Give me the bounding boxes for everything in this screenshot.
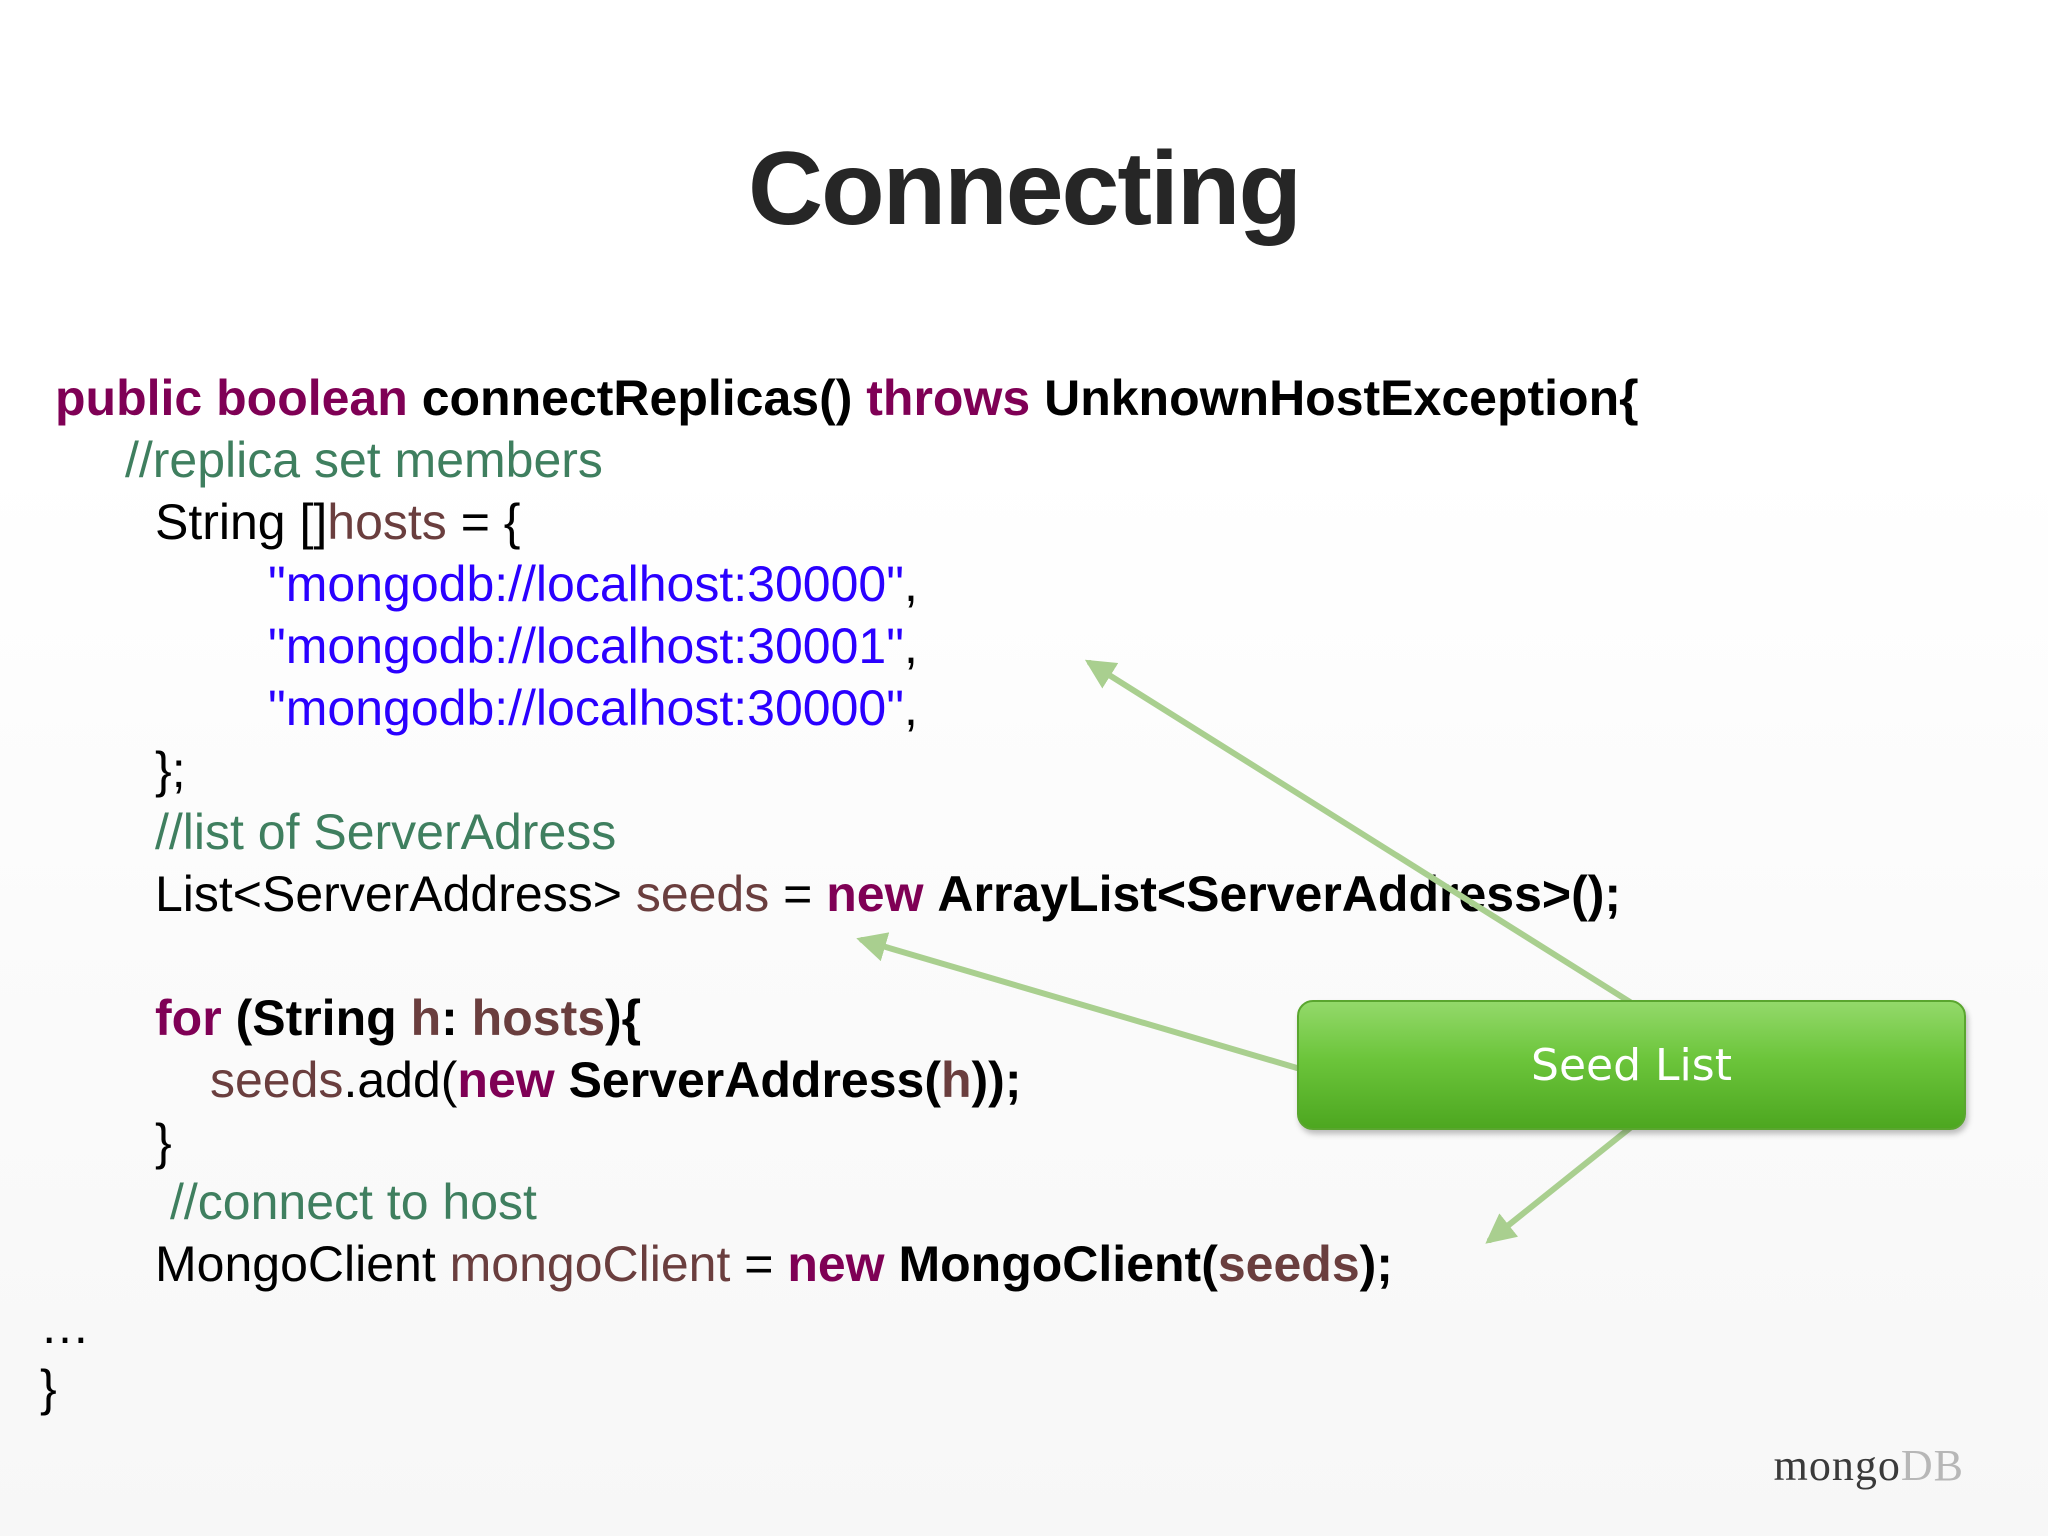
- call-add: .add(: [343, 1052, 458, 1108]
- comment-connect-to-host: //connect to host: [170, 1174, 537, 1230]
- var-hosts: hosts: [327, 494, 447, 550]
- var-seeds: seeds: [210, 1052, 344, 1108]
- arrow-to-hosts: [1084, 659, 1633, 1005]
- brace-close: }: [155, 1114, 172, 1170]
- seed-list-label: Seed List: [1531, 1039, 1732, 1091]
- brace-close: }: [40, 1360, 57, 1416]
- keyword-throws: throws: [866, 370, 1031, 426]
- comma: ,: [903, 618, 918, 674]
- logo-mongo-text: mongo: [1773, 1441, 1901, 1490]
- for-colon: :: [441, 990, 458, 1046]
- code-line-host-3: "mongodb://localhost:30000",: [268, 678, 918, 738]
- seed-list-callout: Seed List: [1297, 1000, 1966, 1130]
- method-name: connectReplicas(): [421, 370, 853, 426]
- comma: ,: [903, 556, 918, 612]
- arrow-to-seeds: [856, 932, 1300, 1071]
- code-line-hosts-decl: String []hosts = {: [155, 492, 521, 552]
- type-string-array: String []: [155, 494, 328, 550]
- string-host-1: "mongodb://localhost:30000": [268, 556, 904, 612]
- code-line-comment-list: //list of ServerAdress: [155, 802, 616, 862]
- code-line-ellipsis: …: [40, 1296, 90, 1356]
- var-hosts: hosts: [471, 990, 606, 1046]
- code-line-for-loop: for (String h: hosts){: [155, 988, 641, 1048]
- mongodb-logo: mongoDB: [1774, 1440, 1964, 1491]
- code-line-hosts-close: };: [155, 740, 186, 800]
- brace-close: };: [155, 742, 186, 798]
- var-mongoclient: mongoClient: [449, 1236, 731, 1292]
- call-end: ));: [971, 1052, 1022, 1108]
- comment-replica-set: //replica set members: [125, 432, 603, 488]
- var-h: h: [940, 1052, 972, 1108]
- code-line-method-close: }: [40, 1358, 57, 1418]
- keyword-new: new: [826, 866, 924, 922]
- type-list: List<ServerAddress>: [155, 866, 622, 922]
- code-line-host-1: "mongodb://localhost:30000",: [268, 554, 918, 614]
- code-line-comment-replica: //replica set members: [125, 430, 603, 490]
- call-end: );: [1359, 1236, 1393, 1292]
- assign: =: [769, 866, 827, 922]
- code-line-mongoclient: MongoClient mongoClient = new MongoClien…: [155, 1234, 1393, 1294]
- comment-list-of-serveradress: //list of ServerAdress: [155, 804, 617, 860]
- keyword-for: for: [155, 990, 222, 1046]
- keyword-public-boolean: public boolean: [55, 370, 408, 426]
- slide-title: Connecting: [748, 131, 1302, 247]
- arrow-to-mongoclient: [1485, 1125, 1633, 1244]
- for-open: (String: [235, 990, 397, 1046]
- ctor-arraylist: ArrayList<ServerAddress>();: [937, 866, 1622, 922]
- code-line-seeds-decl: List<ServerAddress> seeds = new ArrayLis…: [155, 864, 1621, 924]
- keyword-new: new: [787, 1236, 885, 1292]
- keyword-new: new: [457, 1052, 555, 1108]
- ctor-mongoclient: MongoClient(: [898, 1236, 1218, 1292]
- code-line-host-2: "mongodb://localhost:30001",: [268, 616, 918, 676]
- string-host-3: "mongodb://localhost:30000": [268, 680, 904, 736]
- logo-db-text: DB: [1900, 1441, 1964, 1490]
- string-host-2: "mongodb://localhost:30001": [268, 618, 904, 674]
- comma: ,: [903, 680, 918, 736]
- hosts-assign: = {: [446, 494, 521, 550]
- var-h: h: [410, 990, 442, 1046]
- code-line-seeds-add: seeds.add(new ServerAddress(h));: [210, 1050, 1021, 1110]
- code-line-for-close: }: [155, 1112, 172, 1172]
- type-mongoclient: MongoClient: [155, 1236, 436, 1292]
- assign: =: [730, 1236, 788, 1292]
- code-line-comment-connect: //connect to host: [170, 1172, 537, 1232]
- for-close: ){: [605, 990, 642, 1046]
- ellipsis: …: [40, 1298, 90, 1354]
- var-seeds: seeds: [635, 866, 770, 922]
- ctor-serveraddress: ServerAddress(: [568, 1052, 941, 1108]
- exception-type: UnknownHostException{: [1044, 370, 1639, 426]
- var-seeds: seeds: [1217, 1236, 1360, 1292]
- code-line-method-signature: public boolean connectReplicas() throws …: [55, 368, 1639, 428]
